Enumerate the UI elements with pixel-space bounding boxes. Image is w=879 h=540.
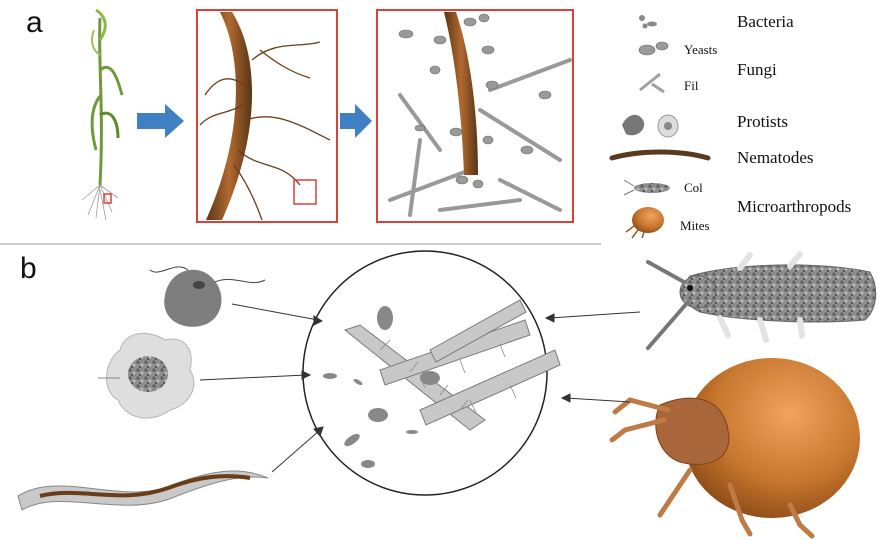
legend-mites: Mites: [680, 218, 710, 234]
mite-icon: [612, 358, 860, 536]
legend-nematodes: Nematodes: [737, 148, 813, 168]
root-illustration: [200, 12, 330, 220]
amoeba-protist-icon: [98, 333, 194, 418]
nematode-legend-icon: [612, 152, 708, 158]
legend-fil: Fil: [684, 78, 698, 94]
zoom-arrow-1: [137, 104, 184, 138]
nematode-icon: [18, 471, 268, 510]
plant-icon: [82, 10, 122, 220]
rhizosphere-illustration: [390, 12, 570, 215]
legend-protists: Protists: [737, 112, 788, 132]
soil-community-circle: [303, 251, 560, 495]
collembola-icon: [648, 254, 876, 348]
protist-legend-icon: [622, 115, 678, 137]
legend-fungi: Fungi: [737, 60, 777, 80]
collembola-legend-icon: [624, 180, 670, 195]
bacteria-legend-icon: [639, 15, 657, 29]
flagellate-protist-icon: [150, 267, 265, 327]
legend-yeasts: Yeasts: [684, 42, 717, 58]
legend-bacteria: Bacteria: [737, 12, 794, 32]
mite-legend-icon: [626, 207, 664, 238]
legend-col: Col: [684, 180, 703, 196]
filamentous-fungi-legend-icon: [640, 74, 664, 92]
legend-microarthropods: Microarthropods: [737, 197, 851, 217]
yeast-legend-icon: [639, 42, 668, 55]
zoom-arrow-2: [340, 104, 372, 138]
